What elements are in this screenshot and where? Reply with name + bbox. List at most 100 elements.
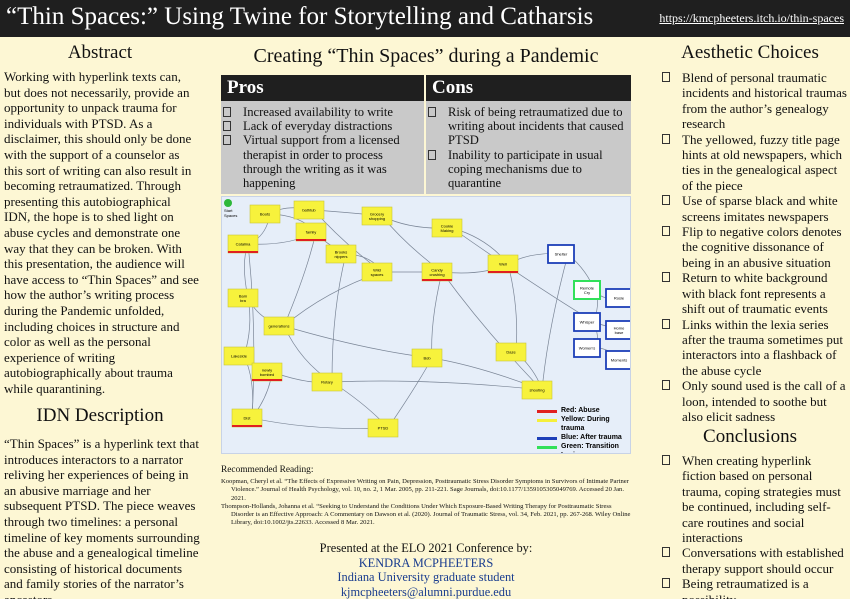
checkbox-icon [223, 121, 231, 132]
checkbox-icon [662, 455, 670, 465]
svg-text:Bob: Bob [423, 356, 431, 361]
passage-link [247, 243, 255, 419]
pros-item: Lack of everyday distractions [221, 119, 424, 133]
legend-entry: Red: Abuse [537, 407, 622, 416]
center-heading: Creating “Thin Spaces” during a Pandemic [253, 45, 599, 67]
svg-text:Women's: Women's [579, 346, 595, 351]
itch-link[interactable]: https://kmcpheeters.itch.io/thin-spaces [659, 11, 844, 25]
svg-text:Remote: Remote [580, 285, 595, 290]
svg-text:spaces: spaces [371, 272, 384, 277]
author-email[interactable]: kjmcpheeters@alumni.purdue.edu [340, 584, 512, 599]
svg-text:PTSD: PTSD [378, 426, 389, 431]
legend-swatch [537, 437, 557, 440]
reading-heading: Recommended Reading: [221, 465, 314, 475]
passage-node: Lakeside [223, 346, 255, 366]
passage-link [541, 253, 569, 391]
svg-text:Dist: Dist [244, 416, 252, 421]
passage-link [451, 227, 595, 323]
passage-node: Daze [495, 342, 527, 362]
svg-text:crushing: crushing [429, 272, 444, 277]
abstract-heading: Abstract [67, 42, 133, 63]
conclusions-heading: Conclusions [703, 426, 797, 447]
svg-text:shopping: shopping [369, 216, 385, 221]
passage-node: Bob [411, 348, 443, 368]
svg-text:Well: Well [499, 262, 507, 267]
presenter-info: Presented at the ELO 2021 Conference by:… [221, 541, 631, 599]
svg-text:Making: Making [441, 228, 454, 233]
author-name: KENDRA MCPHEETERS [358, 555, 494, 570]
svg-text:bra: bra [240, 298, 247, 303]
svg-text:generations: generations [269, 324, 290, 329]
svg-text:Moments: Moments [611, 358, 627, 363]
svg-text:Cry: Cry [584, 290, 590, 295]
pros-header: Pros [221, 75, 424, 101]
checkbox-icon [223, 107, 231, 117]
passage-link [330, 253, 347, 383]
svg-text:Spaces: Spaces [224, 213, 237, 218]
checkbox-icon [662, 578, 670, 589]
presented-text: Presented at the ELO 2021 Conference by: [319, 541, 533, 555]
svg-text:base: base [615, 330, 624, 335]
legend-swatch [537, 410, 557, 413]
svg-text:bombed: bombed [260, 372, 274, 377]
svg-text:family: family [306, 230, 316, 235]
svg-text:Cookie: Cookie [441, 223, 454, 228]
svg-text:Wild: Wild [373, 267, 381, 272]
passage-node: Well [487, 254, 519, 274]
passage-node: Women's [573, 338, 601, 358]
passage-node: Dist [231, 408, 263, 428]
checkbox-icon [662, 195, 670, 206]
pros-item: Increased availability to write [221, 105, 424, 119]
passage-link [430, 271, 443, 359]
table-divider [424, 75, 426, 194]
checkbox-icon [428, 149, 436, 160]
passage-node: Shelter [547, 244, 575, 264]
aesthetic-item: Use of sparse black and white screens im… [662, 193, 848, 224]
checkbox-icon [662, 318, 670, 329]
aesthetic-item: Links within the lexia series after the … [662, 317, 848, 379]
passage-node: family [295, 222, 327, 242]
aesthetic-list: Blend of personal traumatic incidents an… [662, 70, 848, 424]
passage-node: Whisper [573, 312, 601, 332]
svg-text:Grocery: Grocery [370, 211, 384, 216]
idn-text: “Thin Spaces” is a hyperlink text that i… [4, 436, 200, 599]
reference-2: Thompson-Hollands, Johanna et al. “Seeki… [221, 502, 631, 527]
cons-list: Risk of being retraumatized due to writi… [426, 105, 631, 190]
legend-entry: Lexia [537, 452, 622, 453]
legend-entry: Blue: After trauma [537, 434, 622, 443]
legend-entry: Green: Transition [537, 443, 622, 452]
legend-entry: trauma [561, 425, 585, 432]
svg-text:Boots: Boots [260, 212, 270, 217]
cons-item: Risk of being retraumatized due to writi… [426, 105, 631, 148]
conclusions-list: When creating hyperlink fiction based on… [662, 453, 848, 599]
reference-1: Koopman, Cheryl et al. “The Effects of E… [221, 478, 629, 502]
pros-item: Virtual support from a licensed therapis… [221, 133, 424, 190]
conclusion-item: Conversations with established therapy s… [662, 545, 848, 576]
checkbox-icon [662, 133, 670, 144]
svg-text:Home: Home [614, 325, 625, 330]
abstract-text: Working with hyperlink texts can, but do… [4, 69, 199, 396]
aesthetic-item: Flip to negative colors denotes the cogn… [662, 224, 848, 270]
passage-node: Moments [605, 350, 630, 370]
cons-item: Inability to participate in usual coping… [426, 148, 631, 191]
author-affiliation: Indiana University graduate student [337, 570, 515, 584]
svg-text:Start: Start [224, 208, 233, 213]
aesthetic-item: Only sound used is the call of a loon, i… [662, 378, 848, 424]
svg-text:bathtub: bathtub [302, 208, 316, 213]
svg-text:Whisper: Whisper [580, 320, 595, 325]
passage-link [441, 271, 543, 391]
title-bar: “Thin Spaces:” Using Twine for Storytell… [0, 0, 850, 37]
legend-swatch [537, 419, 557, 422]
legend-entry: Yellow: During [537, 416, 622, 425]
svg-text:Candy: Candy [431, 267, 443, 272]
